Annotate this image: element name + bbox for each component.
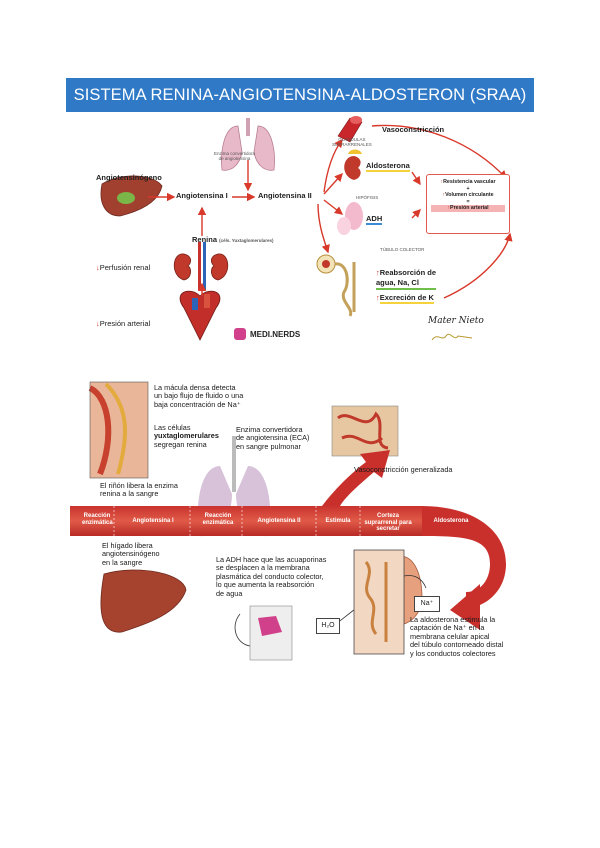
adh-label: ADH (366, 214, 383, 225)
band-step-angiotensin-2: Angiotensina II (257, 518, 301, 524)
effects-box: ↑Resistencia vascular + ↑Volumen circula… (426, 174, 510, 234)
fig1-graphics (100, 116, 513, 341)
renal-perfusion-label: ↓Perfusión renal (96, 263, 151, 272)
collecting-tubule-note: TÚBULO COLECTOR (380, 247, 425, 252)
arterial-pressure-label: ↓Presión arterial (96, 319, 151, 328)
collecting-duct-cell-icon (234, 605, 293, 661)
band-step-stimulates: Estimula (325, 518, 351, 524)
liver-icon (100, 175, 163, 217)
kidney-icon (173, 242, 229, 290)
signature-scribble (431, 333, 473, 341)
angiotensin-1-label: Angiotensina I (176, 191, 228, 200)
author-signature: Mater Nieto (428, 316, 484, 326)
instagram-icon (234, 328, 246, 340)
lungs-icon (221, 118, 275, 171)
pathway-arrows (148, 124, 513, 299)
glomerulus-icon (331, 405, 399, 457)
vasoconstriction-label: Vasoconstricción (382, 125, 445, 134)
adrenal-gland-icon (344, 149, 362, 180)
band-step-angiotensin-1: Angiotensina I (132, 518, 174, 524)
sodium-box: Na⁺ (414, 596, 440, 612)
pituitary-icon (337, 202, 363, 235)
vasoconstriction-text: Vasoconstricción generalizada (354, 465, 453, 474)
angiotensin-2-label: Angiotensina II (258, 191, 312, 200)
pituitary-note: HIPÓFISIS (356, 195, 379, 200)
adrenal-kidney-icon (353, 549, 423, 655)
blood-vessel-icon (337, 116, 363, 143)
band-step-enzymatic-reaction-1: Reacción enzimática (82, 513, 113, 526)
sodium-arrow (403, 575, 427, 589)
reabsorption-label: ↑Reabsorción de agua, Na, Cl (376, 268, 437, 291)
decrease-arrow-icon: ↓ (96, 263, 100, 272)
band-step-enzymatic-reaction-2: Reacción enzimática (202, 513, 234, 526)
water-box: H₂O (316, 618, 340, 634)
brand-label: MEDI.NERDS (250, 330, 301, 339)
aldosterone-label: Aldosterona (366, 161, 410, 172)
potassium-excretion-label: ↑Excreción de K (376, 293, 434, 304)
nephron-icon (316, 254, 356, 317)
heart-icon (179, 290, 221, 341)
kidney-section-icon (88, 381, 149, 479)
fig2-graphics (70, 381, 506, 661)
band-step-aldosterone: Aldosterona (433, 518, 469, 524)
liver-icon (100, 569, 187, 633)
pathway-band (70, 450, 506, 630)
page-title: SISTEMA RENINA-ANGIOTENSINA-ALDOSTERON (… (66, 78, 534, 112)
band-step-adrenal-cortex: Corteza suprarrenal para secretar (364, 513, 412, 533)
angiotensinogen-label: Angiotensinógeno (96, 173, 162, 182)
decrease-arrow-icon: ↓ (96, 319, 100, 328)
renin-label: Renina (céls. Yuxtaglomerulares) (192, 235, 274, 244)
